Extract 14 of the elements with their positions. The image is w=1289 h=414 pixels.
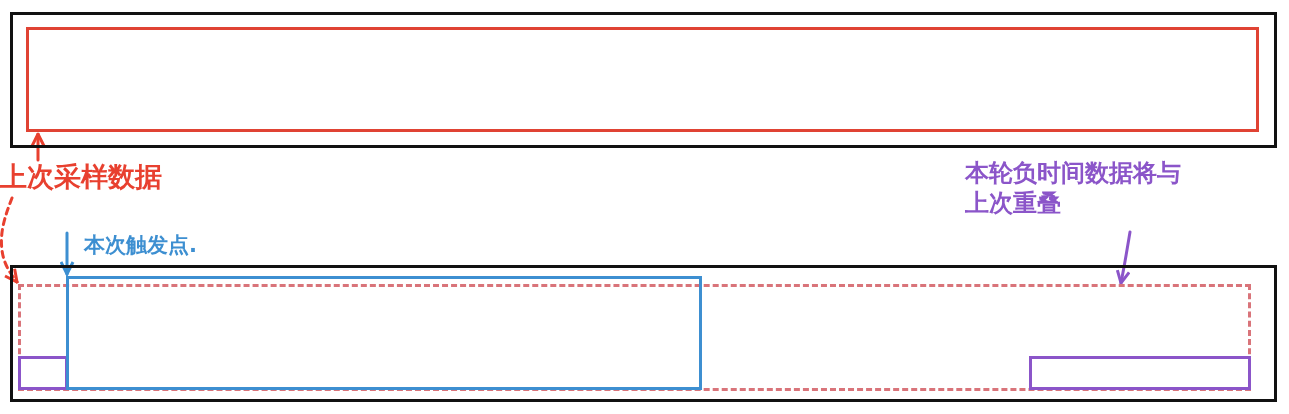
annotation-text: 上次采样数据 bbox=[0, 160, 163, 194]
outer-box bbox=[10, 12, 1277, 148]
arrow bbox=[0, 196, 19, 284]
dashed-region bbox=[18, 284, 1251, 391]
sample-box bbox=[26, 27, 1259, 132]
arrow bbox=[59, 231, 75, 276]
overlap-region bbox=[1029, 356, 1251, 390]
annotation-text: 本次触发点. bbox=[84, 232, 198, 259]
arrow bbox=[1115, 230, 1132, 285]
annotation-text: 本轮负时间数据将与上次重叠 bbox=[965, 158, 1182, 218]
trigger-region bbox=[66, 276, 702, 390]
small-region bbox=[18, 356, 68, 390]
outer-box bbox=[10, 265, 1277, 402]
arrow bbox=[30, 132, 46, 162]
